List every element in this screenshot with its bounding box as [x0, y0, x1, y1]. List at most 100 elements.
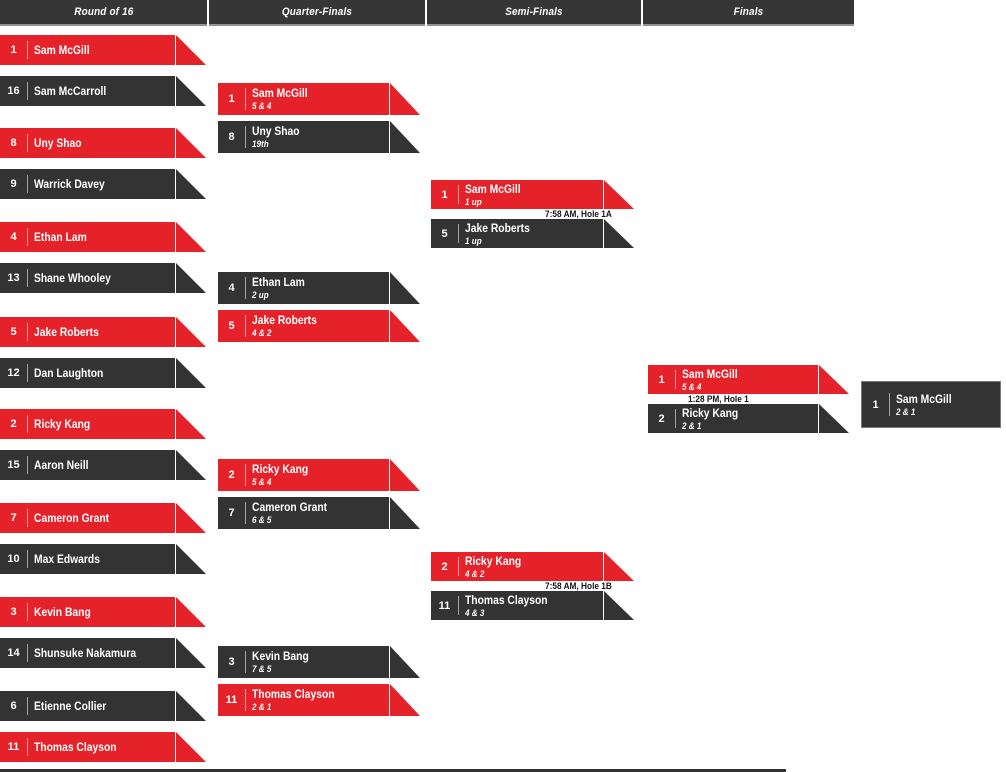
match-result: 4 & 3 — [465, 607, 485, 618]
entry-body: 10 Max Edwards — [0, 544, 175, 574]
seed-divider — [27, 228, 28, 246]
round-header-label: Semi-Finals — [505, 6, 563, 18]
player-name: Cameron Grant — [34, 511, 110, 525]
round-header-label: Quarter-Finals — [281, 6, 353, 18]
entry-r16-max-edwards[interactable]: 10 Max Edwards — [0, 544, 206, 574]
seed-divider — [889, 393, 890, 416]
arrow-tip-icon — [390, 310, 420, 342]
seed-badge: 4 — [228, 282, 235, 294]
arrow-tip-icon — [390, 497, 420, 529]
match-result: 1 up — [465, 235, 482, 246]
seed-divider — [245, 88, 246, 110]
seed-divider — [27, 134, 28, 152]
seed-badge: 11 — [225, 694, 238, 706]
seed-badge: 2 — [441, 560, 448, 573]
entry-r16-warrick-davey[interactable]: 9 Warrick Davey — [0, 169, 206, 199]
match-result: 5 & 4 — [252, 477, 272, 487]
player-name: Kevin Bang — [34, 605, 91, 619]
match-result: 4 & 2 — [465, 568, 485, 579]
entry-r16-shunsuke-nakamura[interactable]: 14 Shunsuke Nakamura — [0, 638, 206, 668]
seed-badge: 15 — [7, 459, 20, 471]
seed-badge: 9 — [10, 178, 17, 190]
arrow-tip-icon — [604, 180, 634, 209]
arrow-tip-icon — [390, 121, 420, 153]
player-name: Warrick Davey — [34, 177, 105, 191]
champion-name: Sam McGill — [896, 391, 952, 406]
arrow-tip-icon — [176, 35, 206, 65]
seed-divider — [27, 738, 28, 756]
player-name: Max Edwards — [34, 552, 100, 566]
arrow-tip-icon — [176, 128, 206, 158]
seed-divider — [245, 651, 246, 673]
seed-divider — [458, 185, 459, 204]
match-result: 2 & 1 — [252, 702, 272, 712]
player-name: Jake Roberts — [252, 313, 317, 327]
seed-badge: 13 — [7, 272, 20, 284]
seed-badge: 14 — [7, 647, 20, 659]
seed-divider — [245, 464, 246, 486]
round-header-quarter-finals: Quarter-Finals — [209, 0, 425, 26]
seed-divider — [245, 689, 246, 711]
tee-time: 7:58 AM, Hole 1B — [545, 581, 612, 591]
seed-badge: 10 — [7, 553, 20, 565]
match-result: 19th — [252, 139, 269, 149]
match-result: 4 & 2 — [252, 328, 272, 338]
arrow-tip-icon — [176, 503, 206, 533]
arrow-tip-icon — [604, 591, 634, 620]
match-result: 2 up — [252, 290, 269, 300]
arrow-tip-icon — [390, 83, 420, 115]
seed-divider — [27, 456, 28, 474]
seed-badge: 2 — [658, 412, 665, 425]
seed-divider — [27, 644, 28, 662]
tee-time: 7:58 AM, Hole 1A — [545, 209, 612, 219]
arrow-tip-icon — [604, 552, 634, 581]
round-header-label: Round of 16 — [73, 6, 134, 18]
match-result: 2 & 1 — [682, 420, 702, 431]
arrow-tip-icon — [176, 450, 206, 480]
arrow-tip-icon — [176, 317, 206, 347]
player-name: Thomas Clayson — [34, 740, 117, 754]
arrow-tip-icon — [176, 597, 206, 627]
player-name: Sam McGill — [682, 366, 738, 381]
player-name: Shunsuke Nakamura — [34, 646, 137, 660]
